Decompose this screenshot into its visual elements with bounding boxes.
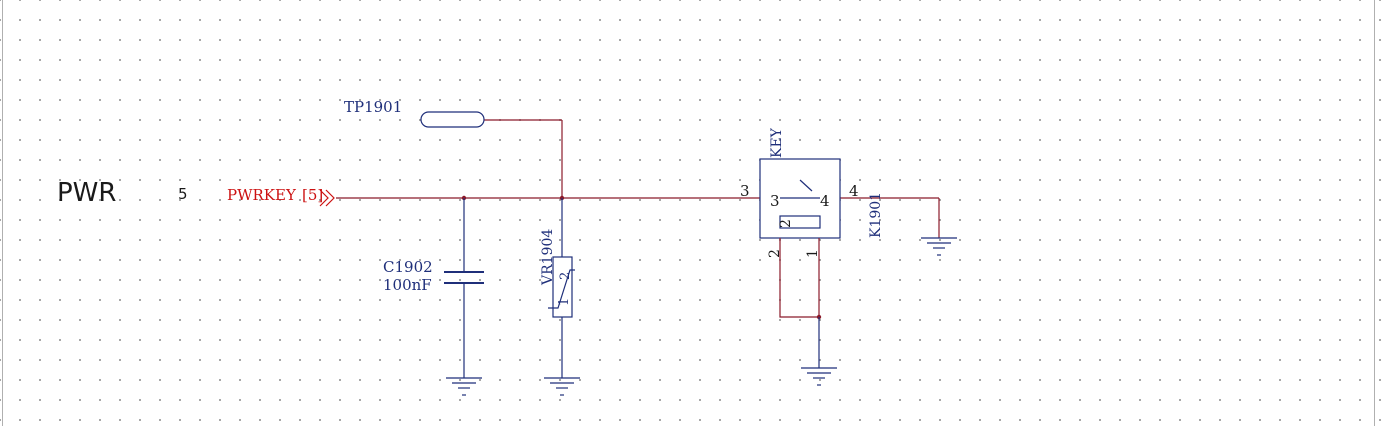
ground-icon-right [921, 237, 957, 256]
test-point-pad-icon [420, 111, 485, 128]
net-label-text: PWRKEY [227, 186, 297, 204]
switch-ref-label: K1901 [868, 192, 884, 238]
switch-pin4-outer: 4 [849, 182, 859, 200]
ground-icon-cap [446, 377, 482, 396]
switch-pin4-inner: 4 [820, 192, 830, 210]
switch-pin2-outer: 2 [767, 249, 783, 258]
tp-ref-label: TP1901 [344, 98, 402, 116]
ground-icon-varistor [544, 377, 580, 396]
sheet-border-left [2, 0, 3, 426]
varistor-pin1-label: 1 [557, 298, 572, 306]
switch-contact-lever-icon [799, 179, 813, 192]
varistor-pin2-label: 2 [558, 272, 573, 280]
net-label-ref: [5] [302, 186, 323, 204]
switch-pin2-inner: 2 [778, 219, 794, 228]
sheet-number: 5 [178, 185, 188, 203]
net-label-arrow-icon [319, 189, 335, 207]
test-point-tp1901[interactable]: TP1901 [344, 98, 485, 128]
varistor-vr1904[interactable]: VR1904 2 1 [540, 198, 575, 378]
sheet-title: PWR [57, 178, 117, 208]
net-label-pwrkey[interactable]: PWRKEY [5] [227, 186, 335, 207]
cap-value-label: 100nF [383, 276, 432, 294]
varistor-curve-icon [548, 269, 575, 309]
ground-icon-switch [801, 367, 837, 386]
switch-pin3-outer: 3 [740, 182, 750, 200]
switch-pin3-inner: 3 [770, 192, 780, 210]
cap-ref-label: C1902 [383, 258, 433, 276]
sheet-border-right [1374, 0, 1375, 426]
varistor-ref-label: VR1904 [540, 229, 556, 286]
switch-pin1-outer: 1 [805, 249, 821, 258]
switch-label: KEY [769, 127, 785, 158]
capacitor-c1902[interactable]: C1902 100nF [383, 198, 484, 378]
switch-loop-wires [779, 238, 820, 318]
switch-k1901[interactable]: KEY K1901 3 3 4 4 2 2 1 [740, 127, 884, 258]
switch-inner-pins-icon [779, 215, 821, 229]
wire-switch-pin2-loop[interactable] [779, 238, 819, 318]
wires [336, 119, 940, 238]
